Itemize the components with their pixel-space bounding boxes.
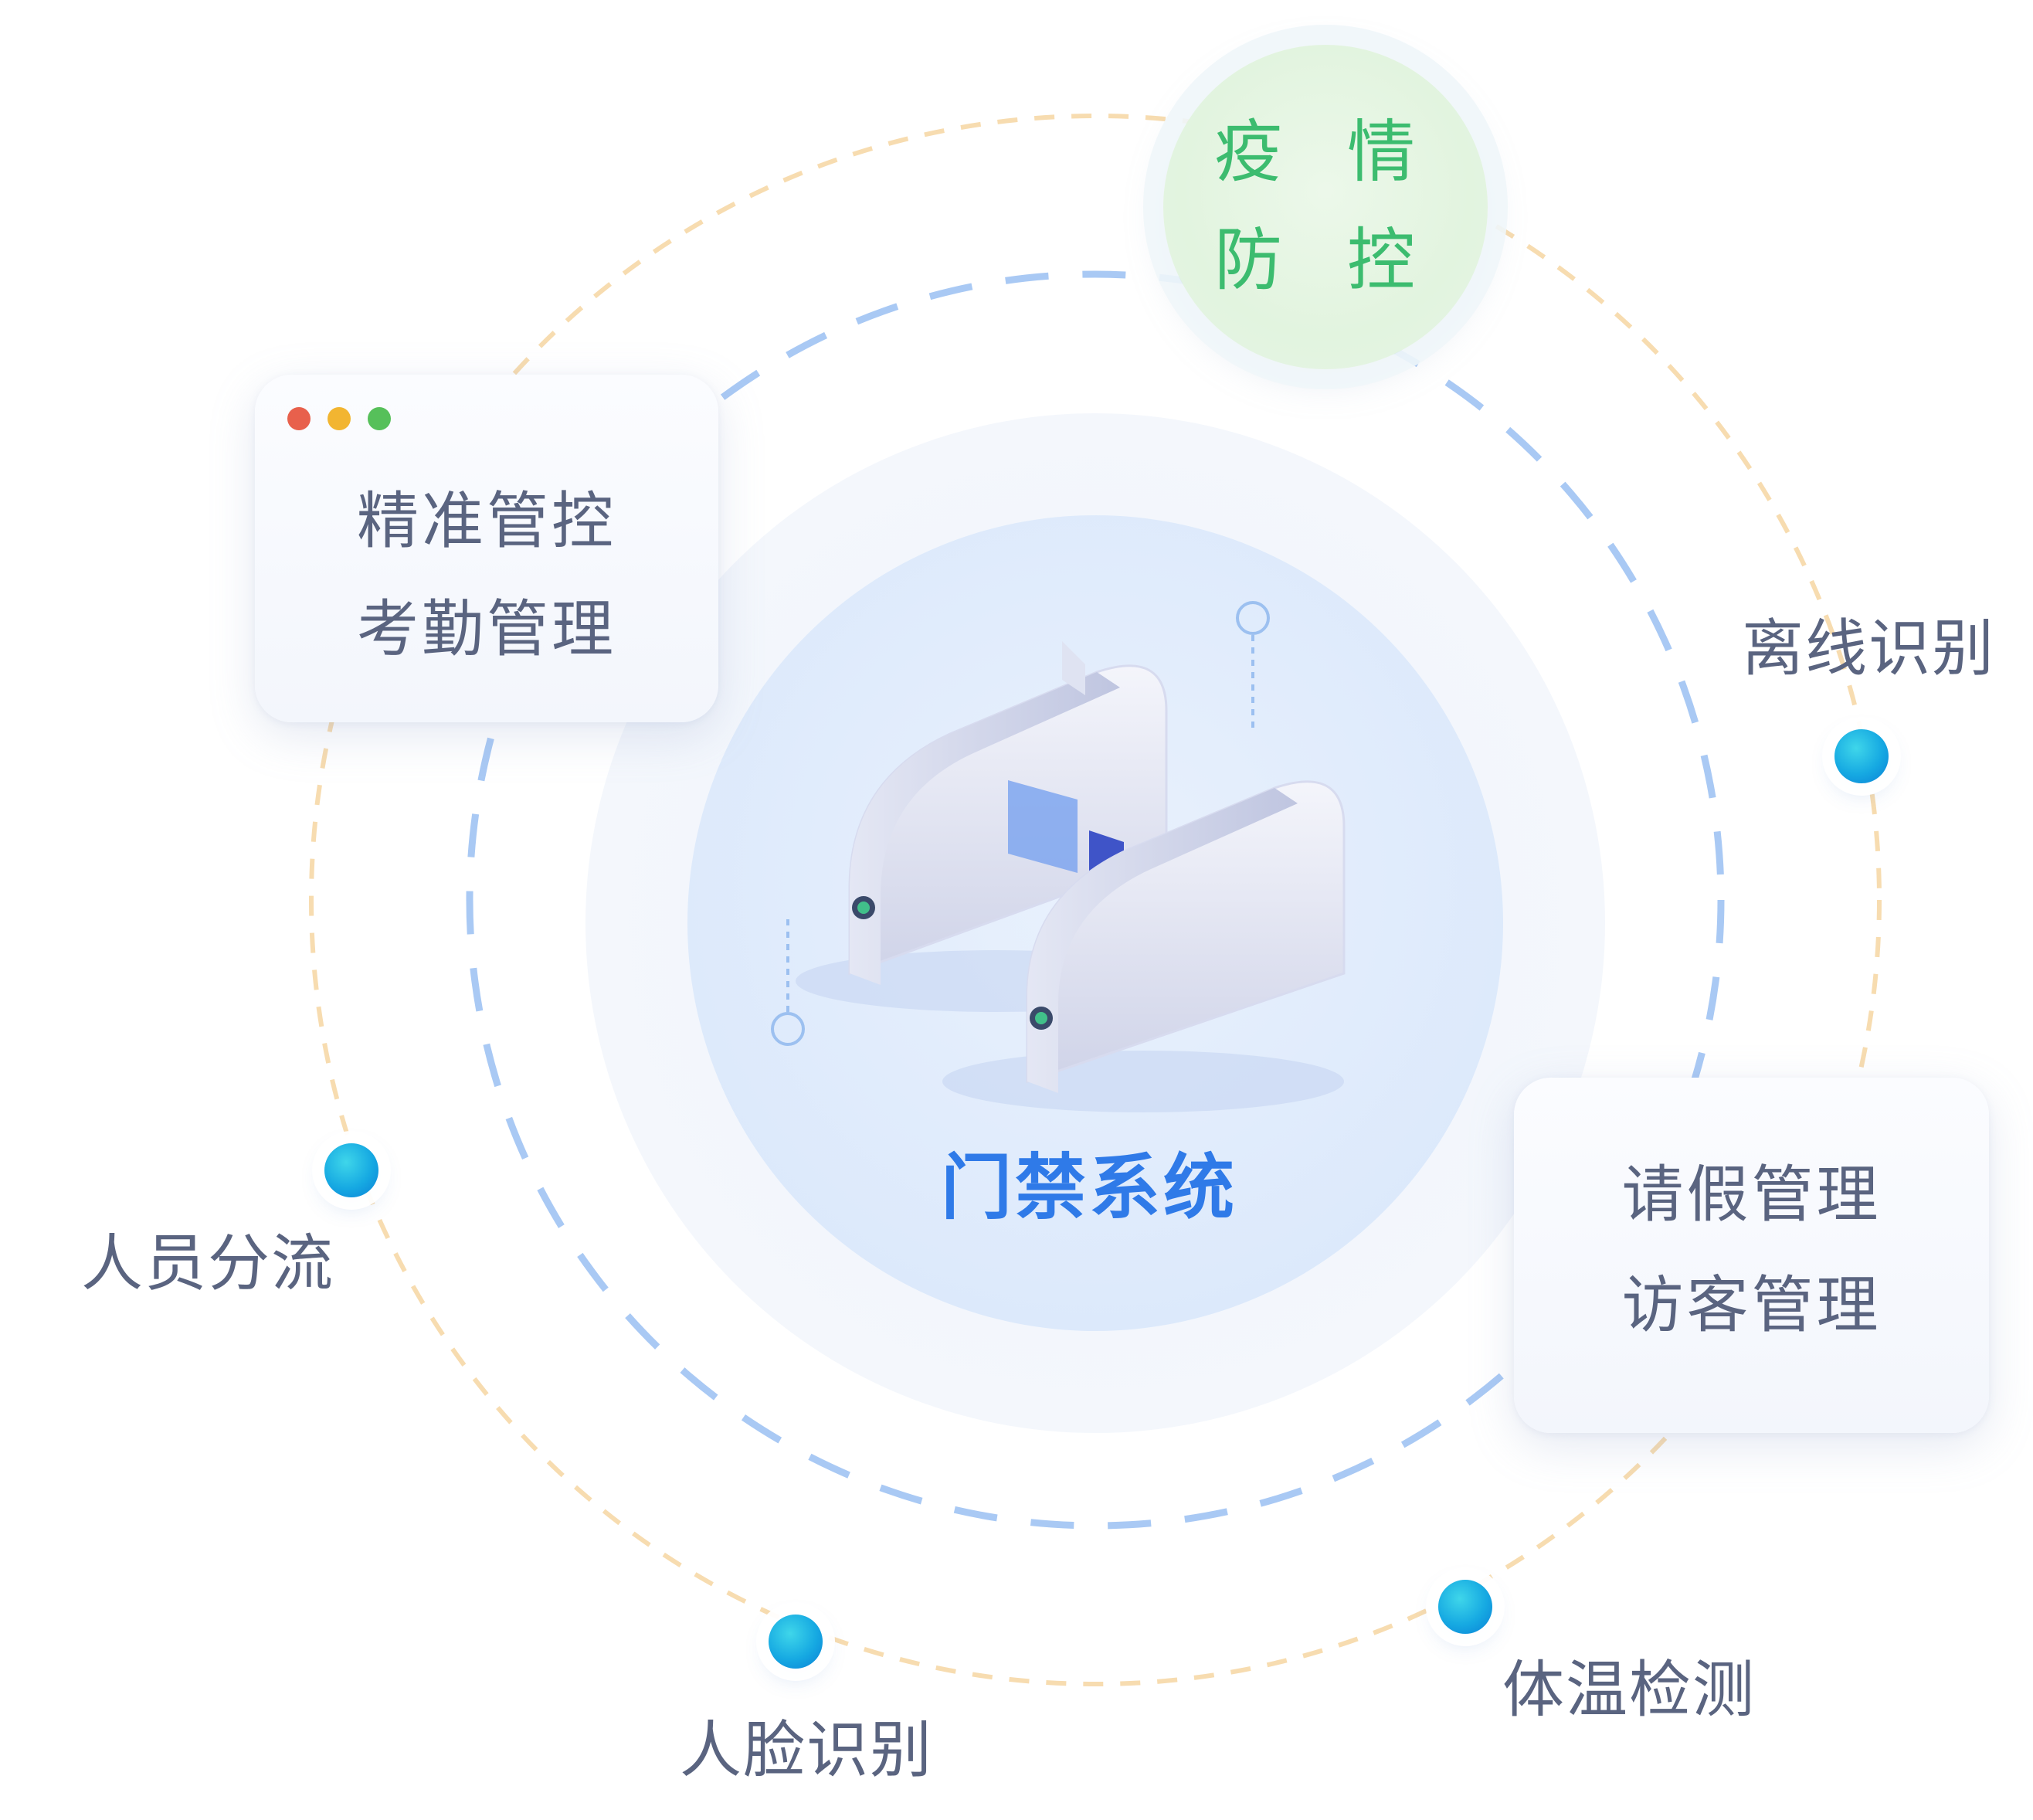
label-offline-recognition: 离线识别 [1742, 613, 1995, 684]
node-face [769, 1615, 823, 1669]
label-temperature-check: 体温检测 [1502, 1654, 1756, 1726]
window-controls-icon [287, 407, 391, 430]
label-people-flow: 人员分流 [81, 1227, 334, 1299]
card-line-attendance: 考勤管理 [357, 593, 616, 665]
badge-line-1: 疫 情 [1214, 112, 1437, 192]
epidemic-prevention-badge: 疫 情 防 控 [1163, 45, 1488, 369]
minimize-dot-icon [328, 407, 351, 430]
node-flow [324, 1143, 378, 1197]
outer-orbit [309, 114, 1882, 1686]
maximize-dot-icon [368, 407, 391, 430]
close-dot-icon [287, 407, 311, 430]
card-line-leave: 请假管理 [1621, 1159, 1882, 1231]
card-line-precise-control: 精准管控 [357, 485, 616, 557]
node-offline [1834, 729, 1889, 783]
pin-top-right [1236, 601, 1270, 734]
card-leave-visitor: 请假管理 访客管理 [1514, 1078, 1989, 1433]
node-temperature [1438, 1580, 1492, 1634]
card-attendance-control: 精准管控 考勤管理 [255, 375, 718, 722]
badge-line-2: 防 控 [1214, 220, 1437, 300]
card-line-visitor: 访客管理 [1621, 1269, 1882, 1341]
pin-bottom-left [771, 915, 805, 1046]
inner-orbit [466, 270, 1725, 1530]
turnstile-gate-illustration [796, 641, 1346, 1112]
center-title-access-control: 门禁系统 [940, 1146, 1237, 1229]
label-face-recognition: 人脸识别 [680, 1714, 933, 1786]
